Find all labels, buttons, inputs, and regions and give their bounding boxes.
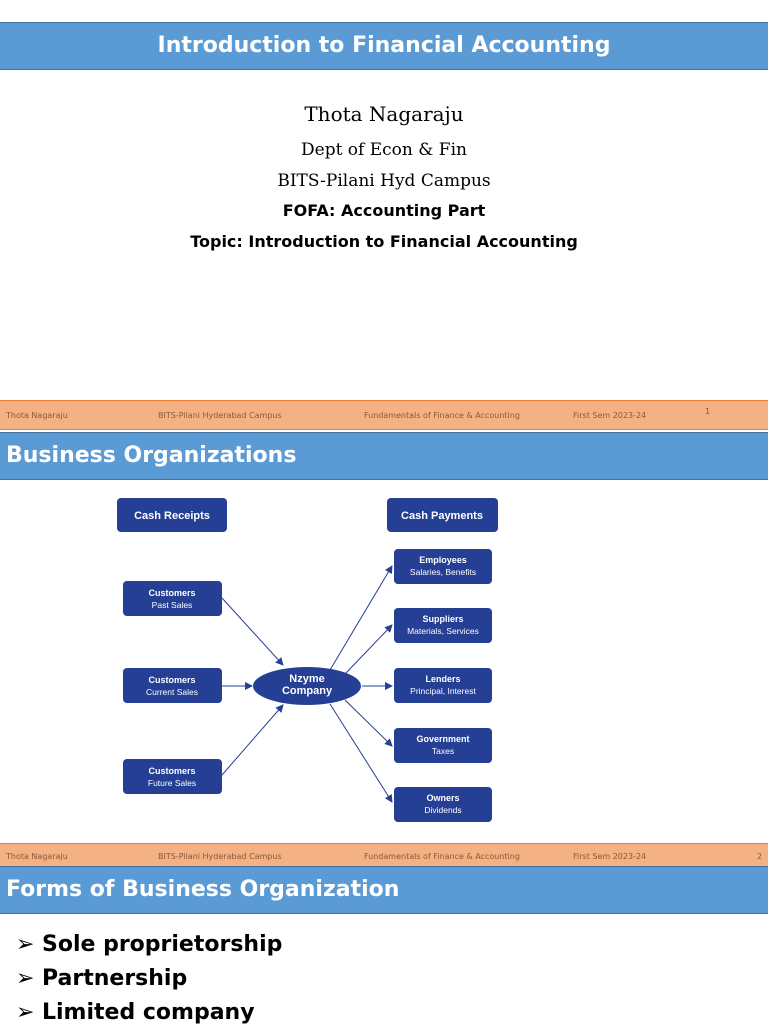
slide2-title-bar: Business Organizations xyxy=(0,432,768,480)
slide1-footer: Thota Nagaraju BITS-Pilani Hyderabad Cam… xyxy=(0,400,768,430)
cash-flow-diagram: Cash Receipts Cash Payments Nzyme Compan… xyxy=(117,498,498,822)
svg-text:Employees: Employees xyxy=(419,555,467,565)
svg-text:Suppliers: Suppliers xyxy=(422,614,463,624)
svg-text:Customers: Customers xyxy=(148,675,195,685)
cash-payments-header: Cash Payments xyxy=(387,498,498,532)
payment-box-government: Government Taxes xyxy=(394,728,492,763)
slide3-title-bar: Forms of Business Organization xyxy=(0,866,768,914)
arrow-owners xyxy=(329,703,393,803)
course-name: FOFA: Accounting Part xyxy=(282,201,486,220)
svg-text:Future Sales: Future Sales xyxy=(148,778,196,788)
footer-author: Thota Nagaraju xyxy=(6,411,68,420)
slide2-title: Business Organizations xyxy=(6,443,297,468)
payment-box-suppliers: Suppliers Materials, Services xyxy=(394,608,492,643)
bullet-list: ➢ Sole proprietorship ➢ Partnership ➢ Limit… xyxy=(16,928,282,1030)
topic: Topic: Introduction to Financial Account… xyxy=(190,232,578,251)
slide3-title: Forms of Business Organization xyxy=(6,877,400,902)
svg-text:Owners: Owners xyxy=(426,793,459,803)
svg-text:Salaries, Benefits: Salaries, Benefits xyxy=(410,567,476,577)
arrow-bullet-icon: ➢ xyxy=(16,966,35,991)
bullet-text: Partnership xyxy=(42,966,188,991)
svg-text:Materials, Services: Materials, Services xyxy=(407,626,479,636)
arrow-future-sales xyxy=(221,704,284,776)
bullet-item: ➢ Sole proprietorship xyxy=(16,928,282,962)
footer-campus: BITS-Pilani Hyderabad Campus xyxy=(158,411,282,420)
arrow-past-sales xyxy=(221,597,284,666)
svg-text:Past Sales: Past Sales xyxy=(152,600,193,610)
footer-course: Fundamentals of Finance & Accounting xyxy=(364,852,520,861)
slide1-title-bar: Introduction to Financial Accounting xyxy=(0,22,768,70)
footer-semester: First Sem 2023-24 xyxy=(573,411,647,420)
svg-text:Current Sales: Current Sales xyxy=(146,687,198,697)
svg-text:Lenders: Lenders xyxy=(425,674,460,684)
svg-text:Customers: Customers xyxy=(148,588,195,598)
footer-course: Fundamentals of Finance & Accounting xyxy=(364,411,520,420)
svg-text:Taxes: Taxes xyxy=(432,746,454,756)
author-name: Thota Nagaraju xyxy=(304,102,464,126)
source-box-future-sales: Customers Future Sales xyxy=(123,759,222,794)
arrow-bullet-icon: ➢ xyxy=(16,932,35,957)
cash-receipts-header: Cash Receipts xyxy=(117,498,227,532)
payment-box-employees: Employees Salaries, Benefits xyxy=(394,549,492,584)
slide2-footer: Thota Nagaraju BITS-Pilani Hyderabad Cam… xyxy=(0,843,768,867)
slide1-title: Introduction to Financial Accounting xyxy=(157,33,611,58)
source-box-current-sales: Customers Current Sales xyxy=(123,668,222,703)
footer-semester: First Sem 2023-24 xyxy=(573,852,647,861)
arrow-employees xyxy=(329,565,393,671)
department: Dept of Econ & Fin xyxy=(301,140,467,160)
svg-text:Dividends: Dividends xyxy=(424,805,461,815)
svg-text:Nzyme: Nzyme xyxy=(289,673,324,685)
svg-text:Principal, Interest: Principal, Interest xyxy=(410,686,476,696)
company-node: Nzyme Company xyxy=(253,667,361,705)
bullet-item: ➢ Partnership xyxy=(16,962,282,996)
bullet-item: ➢ Limited company xyxy=(16,996,282,1030)
footer-campus: BITS-Pilani Hyderabad Campus xyxy=(158,852,282,861)
svg-text:Company: Company xyxy=(282,685,333,697)
footer-page-number: 1 xyxy=(705,407,711,416)
svg-text:Government: Government xyxy=(416,734,469,744)
footer-page-number: 2 xyxy=(757,852,763,861)
arrow-bullet-icon: ➢ xyxy=(16,1000,35,1025)
footer-author: Thota Nagaraju xyxy=(6,852,68,861)
payment-box-owners: Owners Dividends xyxy=(394,787,492,822)
svg-text:Customers: Customers xyxy=(148,766,195,776)
svg-text:Cash Receipts: Cash Receipts xyxy=(134,510,210,522)
arrow-suppliers xyxy=(344,624,393,675)
bullet-text: Sole proprietorship xyxy=(42,932,283,957)
payment-box-lenders: Lenders Principal, Interest xyxy=(394,668,492,703)
bullet-text: Limited company xyxy=(42,1000,255,1025)
svg-text:Cash Payments: Cash Payments xyxy=(401,510,483,522)
campus: BITS-Pilani Hyd Campus xyxy=(277,171,491,191)
source-box-past-sales: Customers Past Sales xyxy=(123,581,222,616)
arrow-government xyxy=(344,699,393,747)
